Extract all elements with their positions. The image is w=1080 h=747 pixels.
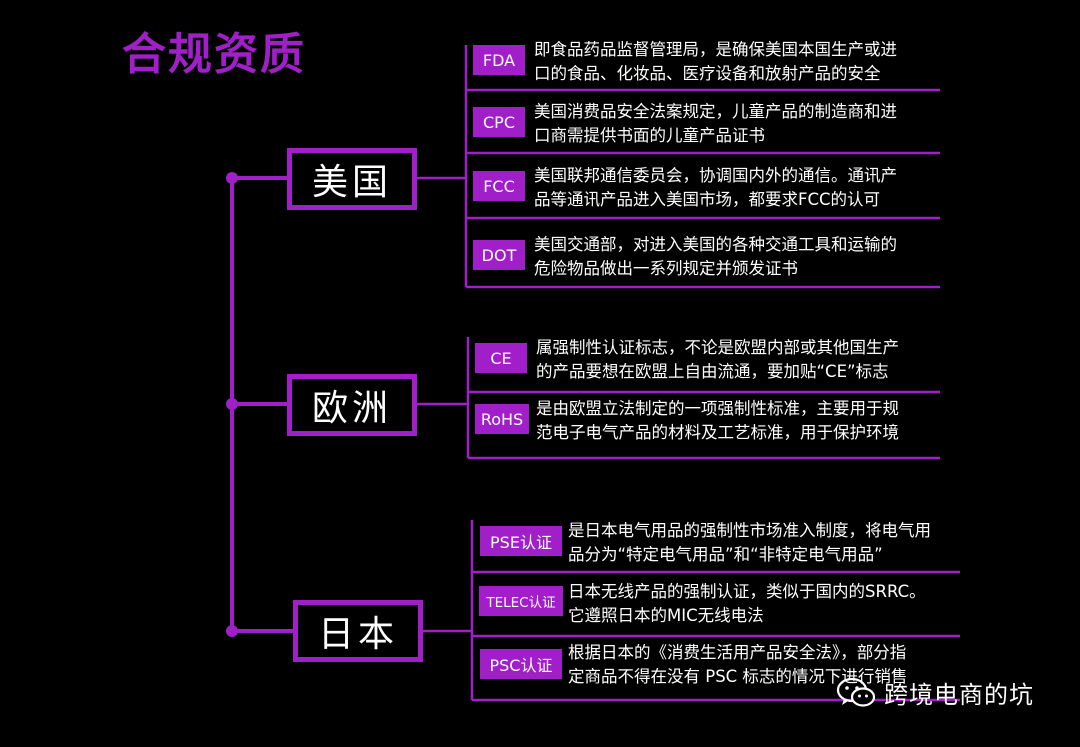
desc-line: 品等通讯产品进入美国市场，都要求FCC的认可 — [534, 190, 881, 209]
desc-fda: 即食品药品监督管理局，是确保美国本国生产或进 口的食品、化妆品、医疗设备和放射产… — [534, 38, 897, 86]
desc-line: 美国交通部，对进入美国的各种交通工具和运输的 — [534, 235, 897, 254]
region-japan: 日本 — [293, 600, 423, 662]
desc-line: 的产品要想在欧盟上自由流通，要加贴“CE”标志 — [536, 362, 889, 381]
desc-ce: 属强制性认证标志，不论是欧盟内部或其他国生产 的产品要想在欧盟上自由流通，要加贴… — [536, 336, 899, 384]
page-title: 合规资质 — [122, 29, 306, 80]
watermark-text: 跨境电商的坑 — [884, 681, 1034, 709]
desc-psc: 根据日本的《消费生活用产品安全法》，部分指 定商品不得在没有 PSC 标志的情况… — [568, 641, 907, 689]
desc-line: 即食品药品监督管理局，是确保美国本国生产或进 — [534, 40, 897, 59]
desc-cpc: 美国消费品安全法案规定，儿童产品的制造商和进 口商需提供书面的儿童产品证书 — [534, 100, 897, 148]
tag-telec: TELEC认证 — [479, 586, 563, 616]
desc-line: 是日本电气用品的强制性市场准入制度，将电气用 — [568, 521, 931, 540]
desc-line: 品分为“特定电气用品”和“非特定电气用品” — [568, 545, 883, 564]
desc-fcc: 美国联邦通信委员会，协调国内外的通信。通讯产 品等通讯产品进入美国市场，都要求F… — [534, 164, 897, 212]
region-usa: 美国 — [287, 148, 417, 210]
desc-line: 定商品不得在没有 PSC 标志的情况下进行销售 — [568, 667, 908, 686]
tag-pse: PSE认证 — [480, 526, 562, 556]
desc-line: 根据日本的《消费生活用产品安全法》，部分指 — [568, 643, 907, 662]
desc-pse: 是日本电气用品的强制性市场准入制度，将电气用 品分为“特定电气用品”和“非特定电… — [568, 519, 931, 567]
watermark: 跨境电商的坑 — [836, 675, 1034, 710]
desc-line: 是由欧盟立法制定的一项强制性标准，主要用于规 — [536, 399, 899, 418]
tag-fcc: FCC — [473, 171, 525, 201]
wechat-icon — [836, 677, 876, 707]
tag-psc: PSC认证 — [480, 649, 562, 679]
desc-line: 口的食品、化妆品、医疗设备和放射产品的安全 — [534, 64, 881, 83]
desc-line: 美国联邦通信委员会，协调国内外的通信。通讯产 — [534, 166, 897, 185]
tag-ce: CE — [475, 343, 527, 373]
region-europe: 欧洲 — [287, 374, 417, 436]
desc-line: 范电子电气产品的材料及工艺标准，用于保护环境 — [536, 423, 899, 442]
desc-rohs: 是由欧盟立法制定的一项强制性标准，主要用于规 范电子电气产品的材料及工艺标准，用… — [536, 397, 899, 445]
tag-rohs: RoHS — [475, 404, 529, 434]
tag-cpc: CPC — [473, 107, 525, 137]
desc-dot: 美国交通部，对进入美国的各种交通工具和运输的 危险物品做出一系列规定并颁发证书 — [534, 233, 897, 281]
desc-line: 口商需提供书面的儿童产品证书 — [534, 126, 765, 145]
desc-line: 日本无线产品的强制认证，类似于国内的SRRC。 — [568, 582, 926, 601]
desc-line: 它遵照日本的MIC无线电法 — [568, 606, 764, 625]
desc-line: 危险物品做出一系列规定并颁发证书 — [534, 259, 798, 278]
tag-dot: DOT — [473, 240, 525, 270]
desc-telec: 日本无线产品的强制认证，类似于国内的SRRC。 它遵照日本的MIC无线电法 — [568, 580, 926, 628]
desc-line: 美国消费品安全法案规定，儿童产品的制造商和进 — [534, 102, 897, 121]
desc-line: 属强制性认证标志，不论是欧盟内部或其他国生产 — [536, 338, 899, 357]
tag-fda: FDA — [473, 45, 525, 75]
